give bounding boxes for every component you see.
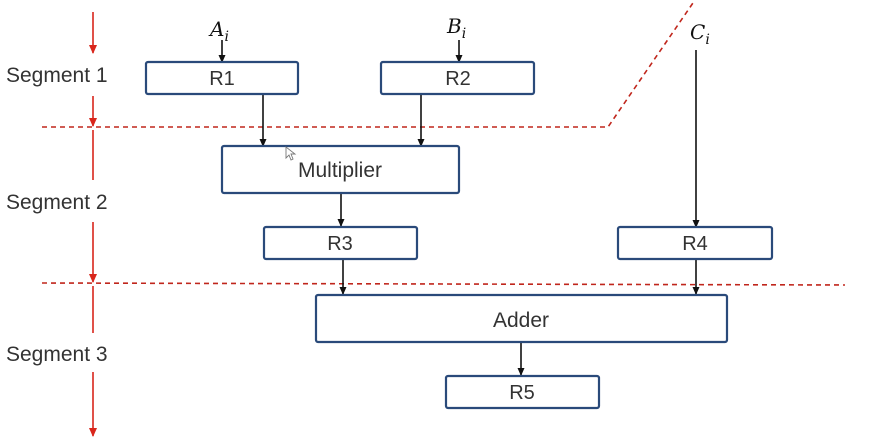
segment-divider-1 bbox=[42, 0, 696, 128]
register-r1: R1 bbox=[144, 60, 300, 96]
segment-3-label: Segment 3 bbox=[6, 343, 108, 366]
register-r2-box bbox=[379, 60, 536, 96]
mouse-cursor-icon bbox=[285, 146, 297, 161]
register-r1-label: R1 bbox=[209, 68, 235, 90]
register-r4: R4 bbox=[616, 225, 774, 261]
adder-unit: Adder bbox=[314, 293, 729, 344]
input-b-label: Bi bbox=[446, 14, 466, 42]
register-r2-label: R2 bbox=[445, 68, 471, 90]
input-a-label: Ai bbox=[208, 17, 229, 45]
register-r2: R2 bbox=[379, 60, 536, 96]
register-r5: R5 bbox=[444, 374, 601, 410]
multiplier-unit: Multiplier bbox=[220, 144, 461, 195]
register-r5-box bbox=[444, 374, 601, 410]
multiplier-box bbox=[220, 144, 461, 195]
input-c-subscript: i bbox=[705, 32, 709, 48]
register-r3-box bbox=[262, 225, 419, 261]
register-r4-box bbox=[616, 225, 774, 261]
segment-divider-2 bbox=[41, 282, 846, 286]
segment-2-label: Segment 2 bbox=[6, 191, 108, 214]
input-c-letter: C bbox=[690, 20, 705, 44]
register-r5-label: R5 bbox=[509, 382, 535, 404]
register-r3-label: R3 bbox=[327, 233, 353, 255]
register-r3: R3 bbox=[262, 225, 419, 261]
input-a-letter: A bbox=[208, 17, 224, 41]
input-b-letter: B bbox=[446, 14, 462, 38]
input-b-subscript: i bbox=[462, 26, 466, 42]
adder-box bbox=[314, 293, 729, 344]
multiplier-label: Multiplier bbox=[298, 159, 382, 182]
register-r1-box bbox=[144, 60, 300, 96]
segment-1-label: Segment 1 bbox=[6, 64, 108, 87]
input-a-subscript: i bbox=[224, 29, 228, 45]
adder-label: Adder bbox=[493, 309, 549, 332]
register-r4-label: R4 bbox=[682, 233, 708, 255]
input-c-label: Ci bbox=[690, 20, 710, 48]
